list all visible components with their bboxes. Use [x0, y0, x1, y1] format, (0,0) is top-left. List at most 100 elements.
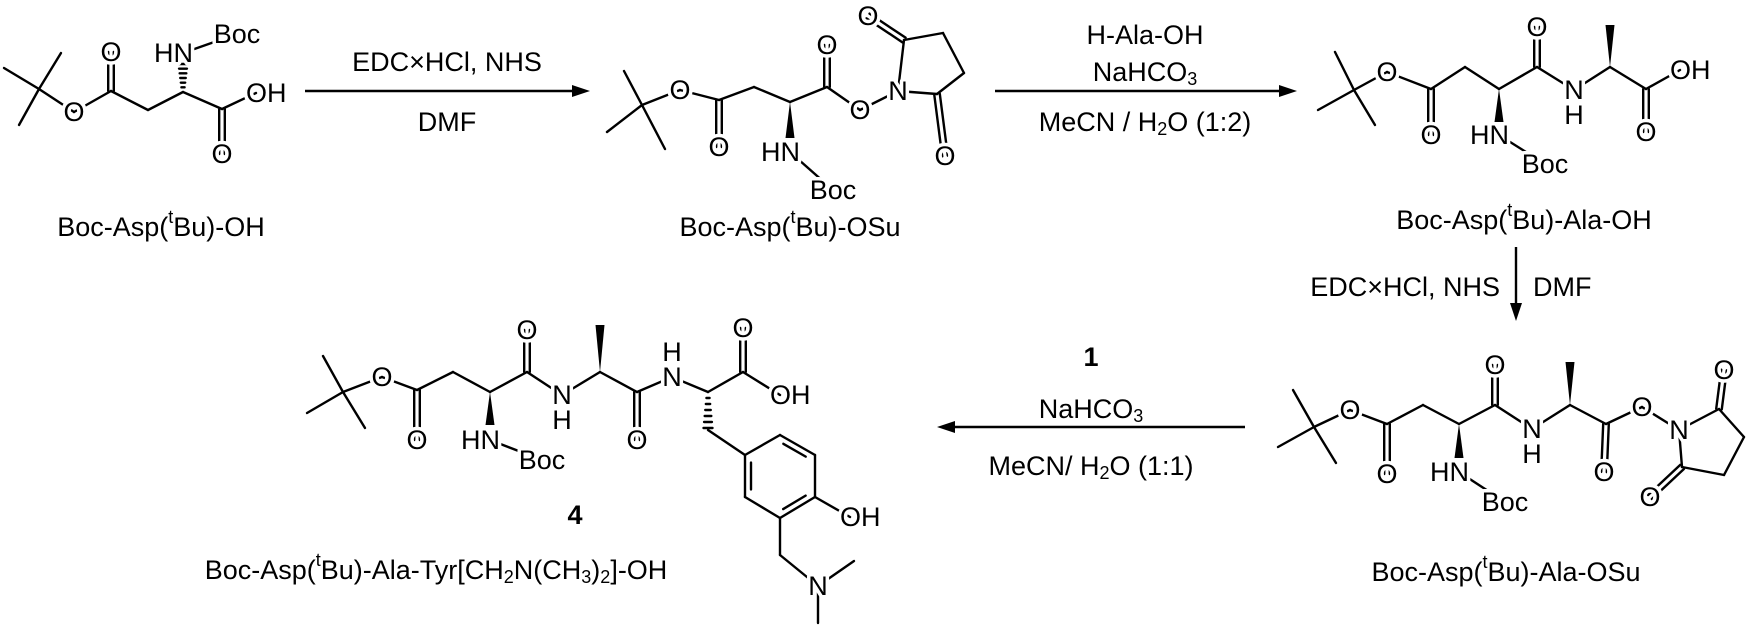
atom-label-boc: Boc — [1522, 149, 1569, 179]
bond — [935, 71, 966, 96]
atom-label-oh: OH — [840, 502, 881, 532]
atom-label-oh: OH — [770, 380, 811, 410]
bond — [1604, 405, 1644, 426]
bond — [72, 89, 113, 114]
atom-label-hn: HN — [154, 38, 193, 68]
atom-label-o: O — [100, 37, 121, 67]
bond — [896, 89, 939, 96]
bond — [1333, 50, 1356, 92]
wedge-bond — [785, 102, 795, 138]
atom-label-o: O — [1593, 457, 1614, 487]
bond — [816, 559, 856, 588]
bond — [1720, 369, 1728, 411]
atom-label-h: H — [552, 405, 572, 435]
bond — [706, 428, 747, 457]
bond — [341, 390, 367, 430]
bond — [1677, 428, 1684, 469]
bond — [741, 370, 782, 397]
bond — [1572, 65, 1612, 92]
atom-label-o: O — [211, 139, 232, 169]
bond — [635, 375, 674, 394]
atom-label-h: H — [662, 337, 682, 367]
bond — [415, 370, 455, 392]
atom-label-hn: HN — [1430, 457, 1469, 487]
atom-label-o: O — [669, 75, 690, 105]
atom-label-o: O — [1635, 117, 1656, 147]
atom-label-o: O — [1526, 12, 1547, 42]
atom-label-h: H — [1522, 439, 1542, 469]
reaction-arrow-step-3: EDC×HCl, NHS DMF — [1310, 247, 1591, 321]
bond — [778, 495, 817, 520]
step-4-solvent: MeCN/ H2O (1:1) — [988, 451, 1193, 483]
wedge-bond — [1565, 362, 1575, 405]
atom-label-boc: Boc — [1482, 487, 1529, 517]
bond — [1385, 403, 1425, 426]
bond — [605, 103, 644, 134]
bond — [640, 88, 682, 107]
atom-label-boc: Boc — [810, 175, 857, 205]
bond — [941, 31, 966, 75]
bond — [37, 51, 63, 91]
atom-label-o: O — [63, 97, 84, 127]
bond — [488, 438, 544, 462]
bond — [1680, 465, 1726, 477]
bond — [1421, 403, 1461, 426]
bond — [782, 494, 807, 511]
bond — [598, 370, 639, 394]
reaction-arrow-step-2: H-Ala-OH NaHCO3 MeCN / H2O (1:2) — [995, 20, 1297, 139]
atom-label-boc: Boc — [519, 445, 566, 475]
bond — [1646, 463, 1682, 497]
arrowhead-icon — [1510, 303, 1522, 321]
bond — [717, 85, 756, 102]
bond — [1385, 70, 1433, 91]
bond — [1316, 88, 1356, 112]
bond — [220, 91, 258, 111]
bond — [1312, 408, 1352, 429]
atom-label-o: O — [732, 313, 753, 343]
atom-label-o: O — [1339, 395, 1360, 425]
bond — [1312, 425, 1338, 465]
bond — [1677, 407, 1721, 432]
bond — [743, 433, 782, 457]
compound-label-boc-asp-ala-oh: Boc-Asp(tBu)-Ala-OH — [1396, 200, 1652, 235]
bond — [678, 88, 721, 102]
bond — [743, 495, 782, 520]
bond — [825, 85, 862, 112]
step-2-base: NaHCO3 — [1093, 57, 1198, 89]
arrowhead-icon — [572, 85, 590, 97]
bond — [1352, 70, 1389, 92]
bond — [902, 31, 945, 42]
bond — [813, 495, 852, 519]
bond — [146, 90, 185, 112]
bond — [37, 87, 76, 114]
bond — [1457, 470, 1507, 504]
step-3-solvent: DMF — [1533, 272, 1591, 302]
bond — [1463, 65, 1501, 91]
bond — [1291, 388, 1316, 429]
reaction-arrow-step-4: 1 NaHCO3 MeCN/ H2O (1:1) — [937, 342, 1245, 483]
bond — [1497, 133, 1547, 166]
compound-number-4: 4 — [567, 500, 582, 530]
bond — [868, 12, 907, 39]
bond — [1600, 422, 1605, 474]
bond — [865, 17, 904, 44]
bond — [321, 354, 345, 394]
bond — [788, 150, 835, 192]
bond — [670, 375, 710, 394]
bond — [640, 103, 667, 151]
bond — [109, 89, 150, 112]
bond — [181, 32, 239, 55]
atom-label-hn: HN — [1470, 120, 1509, 150]
bond — [1535, 65, 1576, 92]
bond — [17, 87, 41, 127]
bond — [1605, 422, 1610, 474]
bond — [622, 69, 644, 107]
atom-label-n: N — [662, 362, 682, 392]
bond — [933, 93, 944, 158]
step-2-reagent: H-Ala-OH — [1086, 20, 1203, 50]
bond — [1568, 403, 1608, 426]
